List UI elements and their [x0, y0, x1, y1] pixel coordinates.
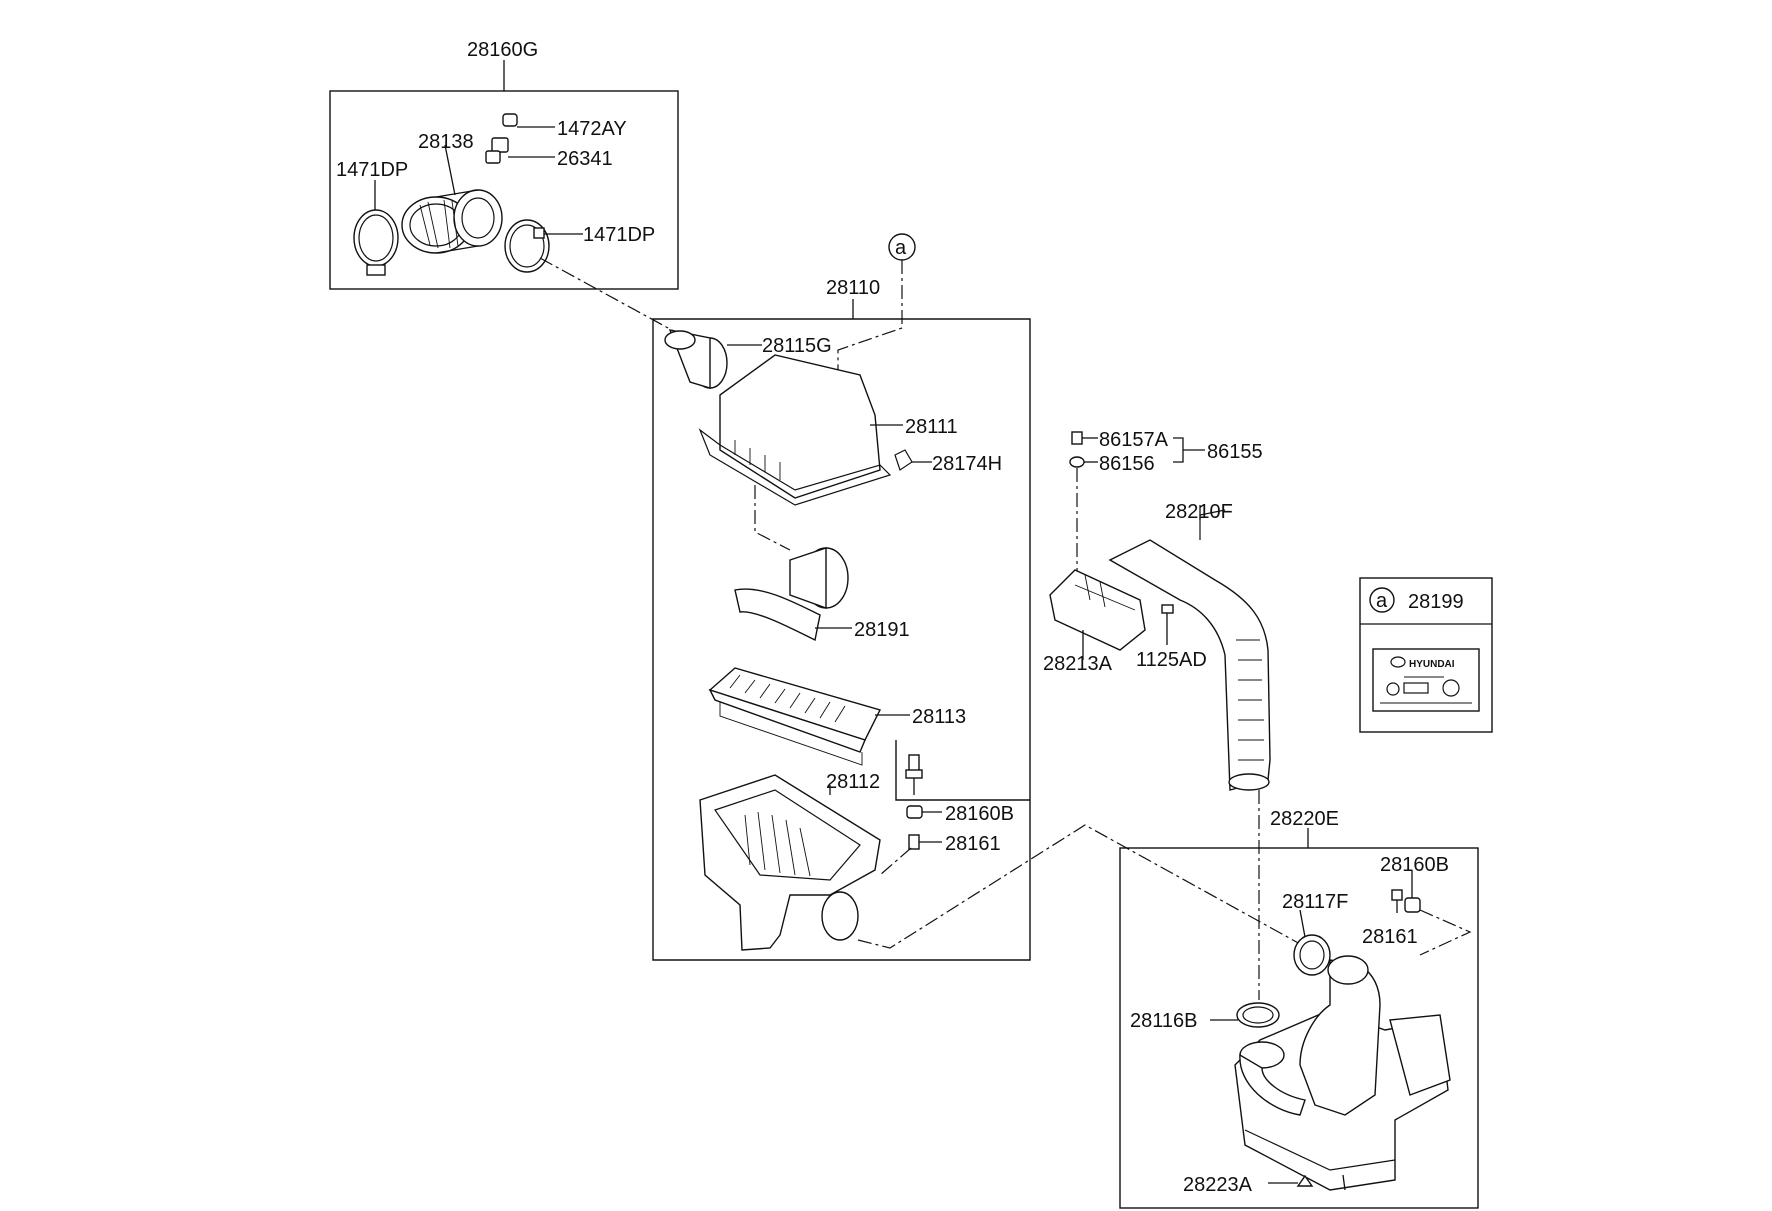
group-86155: 86157A 86156 86155 [1069, 429, 1263, 585]
callout-28220E[interactable]: 28220E [1270, 808, 1339, 830]
label-globe-icon [1442, 679, 1460, 697]
callout-28112[interactable]: 28112 [826, 771, 880, 793]
connector-28160G-to-28110 [539, 257, 691, 341]
callout-86157A[interactable]: 86157A [1099, 429, 1169, 451]
callout-28110[interactable]: 28110 [826, 277, 880, 299]
callout-1472AY[interactable]: 1472AY [557, 118, 627, 140]
callout-28199[interactable]: 28199 [1408, 591, 1464, 613]
callout-28111[interactable]: 28111 [905, 416, 958, 438]
callout-28113[interactable]: 28113 [912, 706, 966, 728]
group-box-28220E [1119, 847, 1479, 1209]
callout-28213A[interactable]: 28213A [1043, 653, 1113, 675]
label-brand-text: HYUNDAI [1409, 659, 1455, 670]
callout-28115G[interactable]: 28115G [762, 335, 832, 357]
upper-housing-28111[interactable] [698, 354, 903, 506]
group-28110: 28110 a 28115G 28111 28174H [652, 233, 1031, 961]
hose-clamp-left-1471DP[interactable] [353, 180, 399, 276]
marker-a-label [1369, 587, 1395, 613]
label-emblem-icon [1386, 682, 1400, 696]
drain-28223A[interactable] [1268, 1174, 1314, 1187]
callout-28160B-right[interactable]: 28160B [1380, 854, 1449, 876]
callout-28160B-mid[interactable]: 28160B [945, 803, 1014, 825]
screw-1472AY[interactable] [502, 113, 555, 128]
callout-28161-mid[interactable]: 28161 [945, 833, 1001, 855]
marker-a-top-label: a [895, 237, 907, 259]
callout-28116B[interactable]: 28116B [1130, 1010, 1197, 1032]
callout-28223A[interactable]: 28223A [1183, 1174, 1253, 1196]
filter-element-28113[interactable] [708, 667, 910, 766]
resonator-body-28220E[interactable] [1234, 955, 1451, 1191]
clip-86156[interactable] [1069, 456, 1085, 468]
callout-28174H[interactable]: 28174H [932, 453, 1002, 475]
group-28220E: 28220E 28160B 28161 28117F 28116B [1119, 808, 1479, 1209]
group-28160G: 28160G 1472AY 26341 28138 [329, 39, 679, 290]
lower-housing-28112[interactable] [699, 774, 881, 951]
clamp-28116B[interactable] [1210, 1002, 1280, 1028]
inlet-duct-28115G[interactable] [664, 329, 762, 389]
marker-a-label-text: a [1376, 590, 1388, 612]
callout-28161-right[interactable]: 28161 [1362, 926, 1418, 948]
label-group-28199: a 28199 HYUNDAI [1359, 577, 1493, 733]
callout-28138[interactable]: 28138 [418, 131, 474, 153]
emission-label-sticker[interactable]: HYUNDAI [1372, 648, 1480, 712]
hose-clamp-right-1471DP[interactable] [504, 219, 583, 273]
callout-28160G[interactable]: 28160G [467, 39, 538, 61]
callout-1471DP-right[interactable]: 1471DP [583, 224, 655, 246]
callout-28210F[interactable]: 28210F [1165, 501, 1233, 523]
connector-28110-to-28220E [857, 824, 1321, 956]
bolt-1125AD[interactable] [1161, 604, 1174, 645]
bolt-28161-right[interactable] [1391, 889, 1403, 913]
clamp-28117F[interactable] [1293, 909, 1331, 976]
grommet-28160B-right[interactable] [1404, 870, 1421, 913]
callout-86156[interactable]: 86156 [1099, 453, 1155, 475]
callout-28117F[interactable]: 28117F [1282, 891, 1348, 913]
callout-86155[interactable]: 86155 [1207, 441, 1263, 463]
callout-28191[interactable]: 28191 [854, 619, 910, 641]
clip-28174H[interactable] [894, 449, 932, 471]
duct-28213A[interactable] [1049, 569, 1146, 660]
brand-logo-icon [1390, 656, 1406, 668]
callout-1471DP-left[interactable]: 1471DP [336, 159, 408, 181]
label-box-28199 [1359, 577, 1493, 733]
bolt-28160B-mid[interactable] [905, 754, 942, 819]
air-flow-meter-28138[interactable] [401, 144, 503, 254]
bolt-28161-mid[interactable] [908, 834, 942, 850]
callout-26341[interactable]: 26341 [557, 148, 613, 170]
resonator-28191[interactable] [734, 547, 852, 642]
clip-86157A[interactable] [1071, 431, 1083, 445]
callout-1125AD[interactable]: 1125AD [1136, 649, 1207, 671]
sensor-26341[interactable] [485, 137, 555, 164]
intake-duct-28210F[interactable] [1108, 505, 1271, 791]
